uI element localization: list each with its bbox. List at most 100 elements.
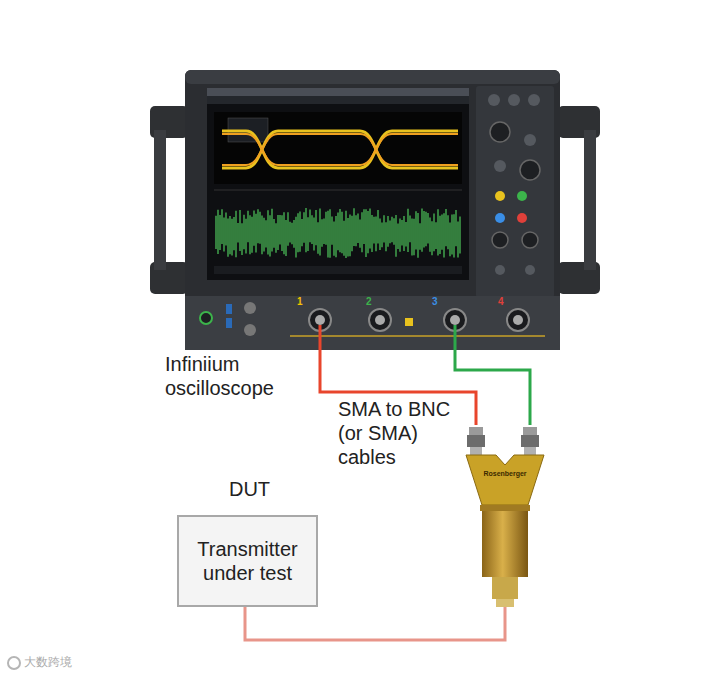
scope-front-panel xyxy=(476,86,554,298)
watermark-logo xyxy=(8,657,20,669)
cable-stubs xyxy=(319,325,322,350)
scope-input-strip xyxy=(185,296,560,350)
waveform-noise xyxy=(277,215,279,250)
waveform-noise xyxy=(293,220,295,248)
waveform-noise xyxy=(239,210,241,251)
box-heading: DUT xyxy=(179,477,320,501)
scope-body xyxy=(185,70,560,84)
waveform-noise xyxy=(393,218,395,245)
waveform-noise xyxy=(219,215,221,250)
scope-screen xyxy=(222,131,458,168)
waveform-noise xyxy=(369,208,371,248)
waveform-noise xyxy=(423,211,425,248)
waveform-noise xyxy=(389,221,391,244)
scope-front-panel xyxy=(488,94,500,106)
waveform-noise xyxy=(267,210,269,254)
waveform-noise xyxy=(255,214,257,253)
scope-screen xyxy=(207,88,469,96)
waveform-noise xyxy=(367,211,369,253)
scope-input-strip xyxy=(513,315,523,325)
scope-front-panel xyxy=(522,232,538,248)
channel-number: 2 xyxy=(366,296,372,308)
scope-front-panel xyxy=(494,160,506,172)
balun-part xyxy=(469,427,483,435)
scope-front-panel xyxy=(520,160,540,180)
waveform-noise xyxy=(359,219,361,247)
waveform-noise xyxy=(435,222,437,249)
waveform-noise xyxy=(303,212,305,242)
waveform-noise xyxy=(441,214,443,249)
waveform-noise xyxy=(287,212,289,245)
watermark-logo xyxy=(8,657,20,669)
scope-input-strip xyxy=(375,315,385,325)
waveform-noise xyxy=(349,214,351,256)
waveform-noise xyxy=(411,219,413,256)
scope-input-strip xyxy=(226,304,232,314)
waveform-noise xyxy=(357,213,359,243)
scope-input-strip xyxy=(450,315,460,325)
balun-node: Rosenberger xyxy=(462,425,548,607)
scope-handles xyxy=(154,130,166,270)
balun-part xyxy=(470,447,482,455)
waveform-noise xyxy=(445,209,447,246)
waveform-noise xyxy=(229,216,231,254)
waveform-noise xyxy=(281,215,283,251)
waveform-noise xyxy=(403,216,405,251)
waveform-noise xyxy=(331,217,333,245)
waveform-noise xyxy=(273,219,275,248)
waveform-noise xyxy=(451,214,453,254)
waveform-noise xyxy=(291,223,293,244)
waveform-noise xyxy=(409,215,411,242)
scope-front-panel xyxy=(490,122,510,142)
scope-input-strip xyxy=(226,318,232,328)
waveform-noise xyxy=(437,209,439,255)
waveform-noise xyxy=(237,223,239,242)
waveform-noise xyxy=(391,217,393,242)
scope-input-strip xyxy=(244,324,256,336)
waveform-noise xyxy=(285,220,287,256)
channel-number: 4 xyxy=(498,296,504,308)
waveform-noise xyxy=(283,212,285,254)
scope-front-panel xyxy=(495,213,505,223)
waveform-noise xyxy=(347,218,349,257)
waveform-noise xyxy=(241,223,243,255)
waveform-noise xyxy=(433,214,435,252)
waveform-noise xyxy=(387,216,389,247)
waveform-noise xyxy=(447,215,449,249)
waveform-noise xyxy=(225,213,227,246)
waveform-noise xyxy=(397,224,399,250)
scope-input-strip xyxy=(244,302,256,314)
waveform-noise xyxy=(395,215,397,257)
waveform-noise xyxy=(401,220,403,245)
scope-screen xyxy=(222,134,458,165)
waveform-noise xyxy=(449,222,451,256)
cable-stubs xyxy=(454,325,457,350)
waveform-noise xyxy=(429,218,431,252)
waveform-noise xyxy=(379,219,381,250)
scope-screen xyxy=(222,134,458,165)
waveform-noise xyxy=(345,211,347,258)
waveform-noise xyxy=(305,208,307,252)
waveform-noise xyxy=(247,211,249,243)
waveform-noise xyxy=(399,218,401,251)
waveform-noise xyxy=(313,217,315,250)
scope-body xyxy=(185,70,560,350)
waveform-noise xyxy=(325,212,327,245)
waveform-noise xyxy=(251,217,253,253)
waveform-noise xyxy=(417,213,419,258)
balun-part xyxy=(521,435,539,447)
scope-front-panel xyxy=(524,134,536,146)
waveform-noise xyxy=(301,219,303,246)
waveform-noise xyxy=(341,212,343,254)
scope-front-panel xyxy=(495,191,505,201)
waveform-noise xyxy=(381,223,383,248)
waveform-noise xyxy=(259,212,261,244)
waveform-noise xyxy=(329,209,331,257)
scope-screen xyxy=(214,190,462,191)
scope-handles xyxy=(584,130,596,270)
waveform-noise xyxy=(261,216,263,255)
waveform-noise xyxy=(337,212,339,250)
